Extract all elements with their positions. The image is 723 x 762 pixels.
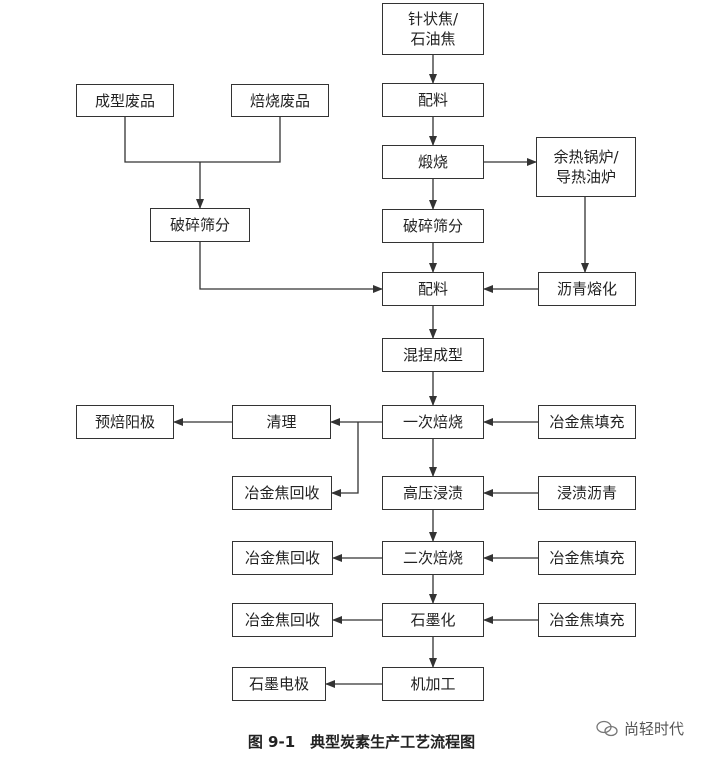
box-waste-heat-boiler: 余热锅炉/ 导热油炉 [536, 137, 636, 197]
box-crush-screen-2: 破碎筛分 [150, 208, 250, 242]
box-graphitization: 石墨化 [382, 603, 484, 637]
box-second-baking: 二次焙烧 [382, 541, 484, 575]
box-coke-recovery-2: 冶金焦回收 [232, 541, 333, 575]
box-baking-waste: 焙烧废品 [231, 84, 329, 117]
box-batching-2: 配料 [382, 272, 484, 306]
figure-caption: 图 9-1 典型炭素生产工艺流程图 [247, 733, 476, 751]
box-cleaning: 清理 [232, 405, 331, 439]
watermark: 尚轻时代 [596, 718, 684, 739]
box-batching-1: 配料 [382, 83, 484, 117]
arrow-bake1-to-cokerec1 [331, 422, 359, 497]
box-coke-recovery-1: 冶金焦回收 [232, 476, 332, 510]
box-machining: 机加工 [382, 667, 484, 701]
box-crush-screen-1: 破碎筛分 [382, 209, 484, 243]
arrow-crush2-to-batch2 [199, 242, 383, 293]
box-prebaked-anode: 预焙阳极 [76, 405, 174, 439]
box-coke-recovery-3: 冶金焦回收 [232, 603, 333, 637]
line-form-waste [124, 117, 281, 163]
box-coke-filling-3: 冶金焦填充 [538, 603, 636, 637]
chat-bubble-icon [596, 720, 618, 736]
box-forming-waste: 成型废品 [76, 84, 174, 117]
box-high-pressure-impregnation: 高压浸渍 [382, 476, 484, 510]
box-graphite-electrode: 石墨电极 [232, 667, 326, 701]
box-coke-filling-1: 冶金焦填充 [538, 405, 636, 439]
box-first-baking: 一次焙烧 [382, 405, 484, 439]
box-needle-coke: 针状焦/ 石油焦 [382, 3, 484, 55]
box-kneading-forming: 混捏成型 [382, 338, 484, 372]
box-calcination: 煅烧 [382, 145, 484, 179]
box-coke-filling-2: 冶金焦填充 [538, 541, 636, 575]
box-impregnating-pitch: 浸渍沥青 [538, 476, 636, 510]
box-pitch-melting: 沥青熔化 [538, 272, 636, 306]
watermark-text: 尚轻时代 [624, 720, 685, 738]
